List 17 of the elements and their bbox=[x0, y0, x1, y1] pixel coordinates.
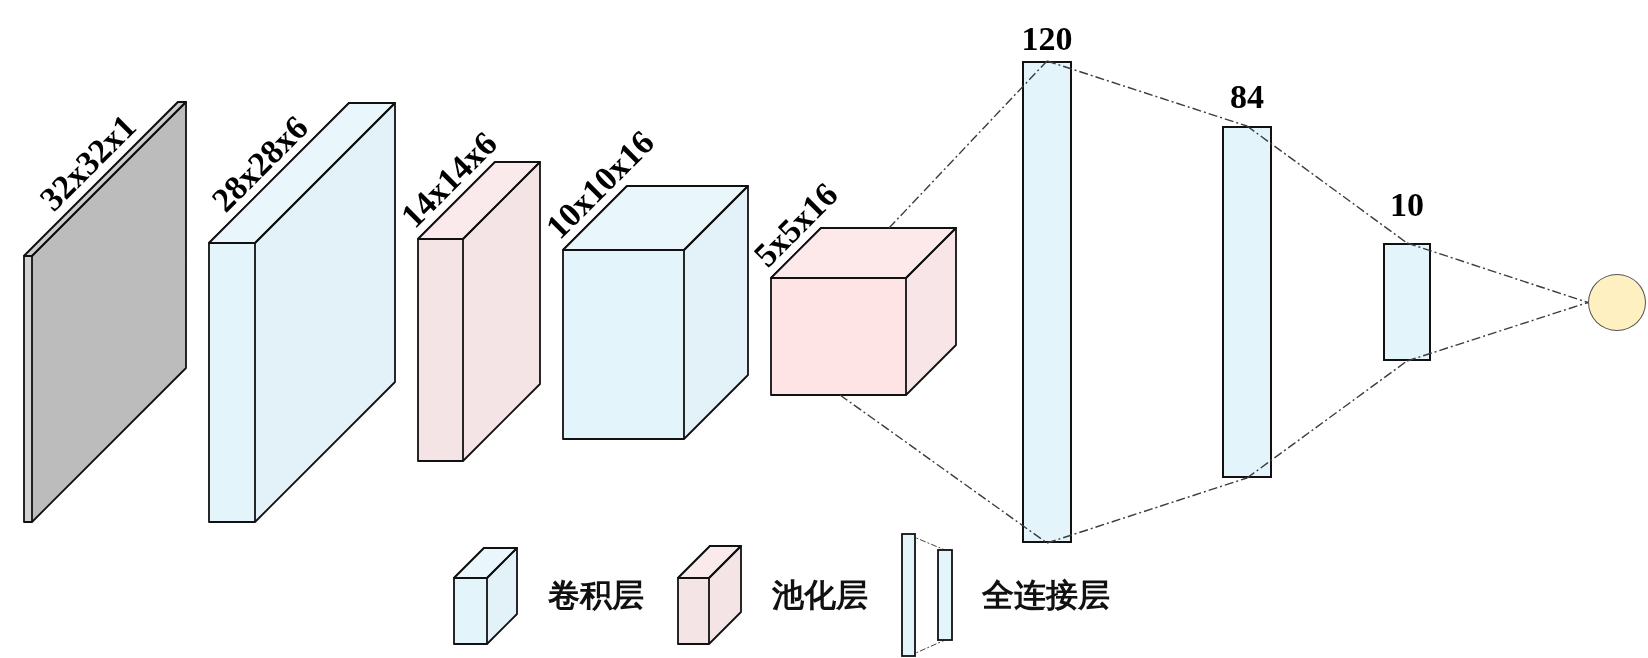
layer-size-label: 120 bbox=[1021, 22, 1073, 56]
layer-cuboid bbox=[208, 102, 396, 523]
dash-dot-line bbox=[1246, 125, 1408, 244]
layer-cuboid bbox=[23, 101, 187, 523]
dash-dot-line bbox=[1406, 301, 1589, 362]
legend-label: 池化层 bbox=[772, 578, 868, 612]
output-circle bbox=[1588, 274, 1646, 331]
legend-label: 全连接层 bbox=[982, 578, 1110, 612]
layer-size-label: 84 bbox=[1230, 80, 1264, 114]
dash-dot-line bbox=[888, 60, 1048, 229]
layer-size-label: 10 bbox=[1390, 188, 1424, 222]
dash-dot-line bbox=[1046, 477, 1248, 544]
dash-dot-line bbox=[1046, 60, 1248, 127]
dash-dot-line bbox=[1246, 360, 1408, 479]
dash-dot-line bbox=[1406, 242, 1589, 304]
legend-label: 卷积层 bbox=[548, 578, 644, 612]
dash-dot-line bbox=[839, 394, 1048, 544]
